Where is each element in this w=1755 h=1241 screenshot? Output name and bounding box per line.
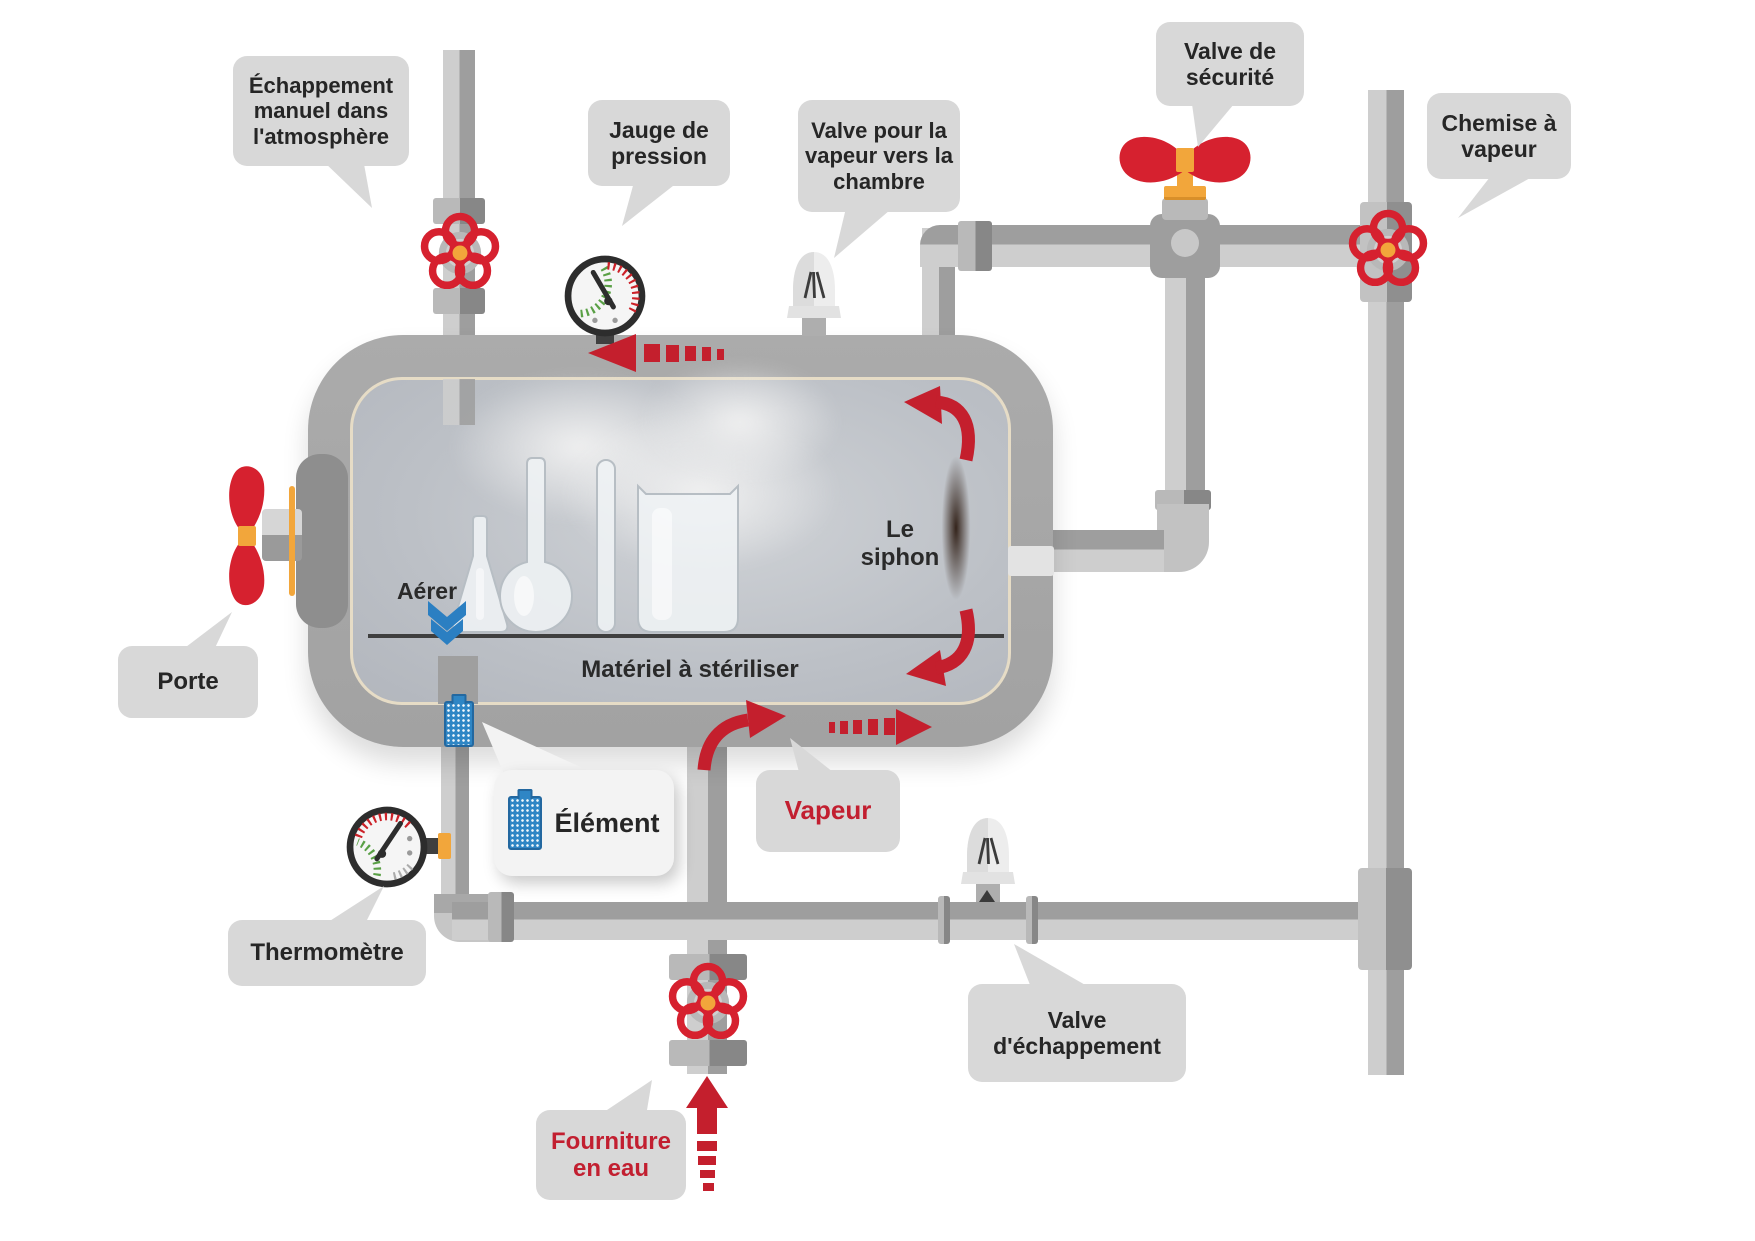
label-text: Jauge de pression [609,116,709,169]
shelf-line [368,634,1004,638]
label-safety-valve: Valve de sécurité [1156,22,1304,106]
pipe-coupling [433,288,485,314]
heating-element-icon [508,796,543,850]
label-element: Élément [494,770,674,876]
valve-wheel-water-supply [668,962,748,1040]
steam-to-chamber-valve [787,252,841,336]
thermometer-connector [438,833,451,859]
bubble-tail [834,208,890,258]
bubble-tail [182,612,232,650]
label-text: Thermomètre [250,939,404,967]
pipe-coupling [958,221,992,271]
pipe-coupling [938,896,950,944]
label-pressure-gauge: Jauge de pression [588,100,730,186]
label-steam-jacket: Chemise à vapeur [1427,93,1571,179]
label-steam: Vapeur [756,770,900,852]
arrow-water-supply [686,1076,728,1191]
pipe-cross-to-jacket [1212,225,1374,267]
heating-element [444,701,474,747]
door-hub [262,509,302,561]
pipe-into-chamber-right [1044,530,1164,572]
safety-valve-body [1162,198,1208,220]
valve-wheel-manual-exhaust [420,212,500,290]
label-text: Valve de sécurité [1183,37,1277,90]
pipe-element-down [441,745,469,903]
door-handle [229,466,265,606]
label-water-supply: Fourniture en eau [536,1110,686,1200]
round-flask [498,457,574,634]
safety-valve-base [1164,186,1206,200]
label-vent: Aérer [396,578,458,604]
test-tube [596,459,616,633]
safety-valve-handle [1119,136,1251,183]
label-door: Porte [118,646,258,718]
label-text: Chemise à vapeur [1441,109,1557,162]
label-text: Échappement manuel dans l'atmosphère [248,73,394,149]
bubble-tail [1458,177,1532,218]
label-thermometer: Thermomètre [228,920,426,986]
pipe-elbow [1157,504,1209,572]
door-orange-rod [289,486,295,596]
exhaust-valve-dome [961,818,1015,902]
valve-wheel-steam-jacket [1348,209,1428,287]
label-steam-to-chamber-valve: Valve pour la vapeur vers la chambre [798,100,960,212]
pipe-coupling [1026,896,1038,944]
steam-cloud [640,362,840,482]
pressure-gauge [564,255,646,337]
pipe-stub-right [1008,546,1054,576]
label-text: Fourniture en eau [551,1127,671,1182]
label-siphon: Le siphon [860,516,940,571]
thermometer-gauge [346,806,428,888]
bubble-tail [622,182,678,226]
label-text: Porte [157,668,219,696]
cross-junction-hub [1171,229,1199,257]
label-exhaust-valve: Valve d'échappement [968,984,1186,1082]
pipe-bottom-horizontal [452,902,1372,940]
pipe-coupling [488,892,514,942]
label-text: Valve pour la vapeur vers la chambre [805,118,953,194]
bubble-tail [322,160,372,208]
door-bar [296,454,348,628]
pipe-coupling [669,1040,747,1066]
label-text: Vapeur [784,795,872,826]
glassware [451,457,739,634]
label-text: Élément [554,807,660,838]
pipe-stub-top [443,379,475,425]
label-manual-exhaust: Échappement manuel dans l'atmosphère [233,56,409,166]
label-material: Matériel à stériliser [581,656,799,683]
pipe-cross-down [1165,266,1205,506]
label-text: Valve d'échappement [993,1006,1161,1059]
pipe-sleeve [1358,868,1412,970]
